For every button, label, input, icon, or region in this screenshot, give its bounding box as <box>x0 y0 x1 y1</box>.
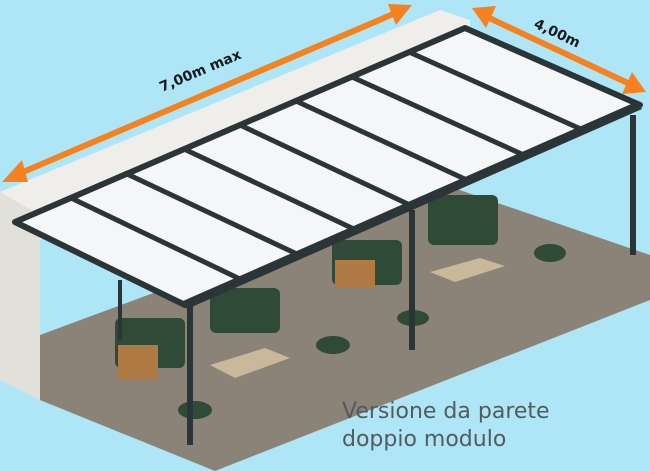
furniture <box>115 195 566 419</box>
roof-rafters <box>69 49 585 283</box>
caption-line-2: doppio modulo <box>342 427 507 452</box>
depth-arrow <box>472 6 646 94</box>
caption-line-1: Versione da parete <box>342 399 550 424</box>
wall-side <box>0 192 40 400</box>
length-label: 7,00m max <box>157 47 243 96</box>
caption: Versione da parete doppio modulo <box>342 398 550 454</box>
front-beam <box>183 100 642 310</box>
posts <box>118 115 636 445</box>
depth-label: 4,00m <box>531 16 582 51</box>
length-arrow <box>2 4 412 182</box>
